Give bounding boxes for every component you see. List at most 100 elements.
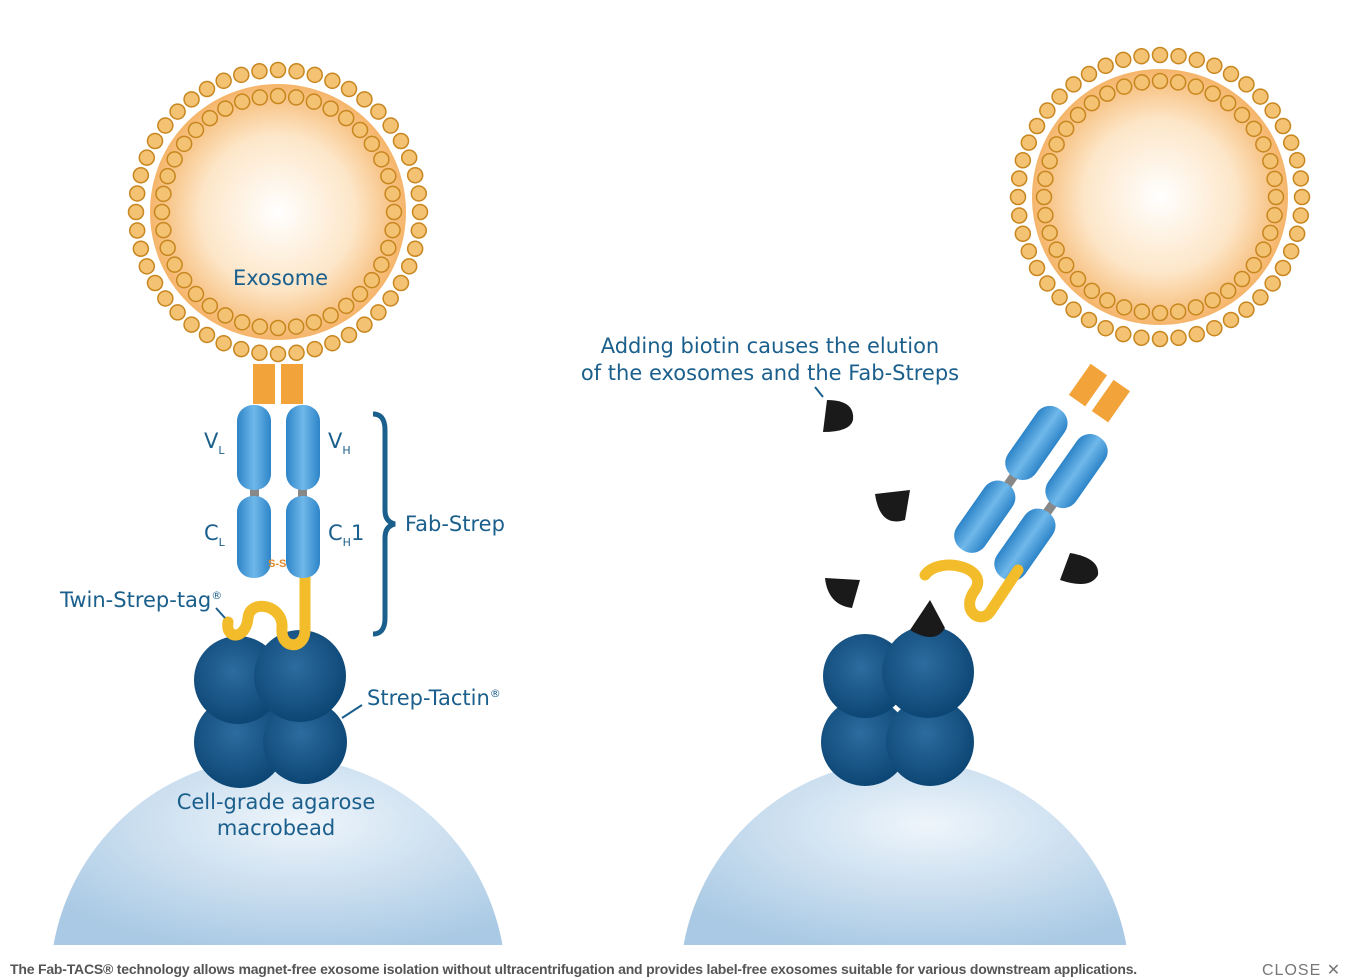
lipid-bead	[356, 91, 373, 108]
lipid-bead	[1057, 120, 1075, 138]
lipid-bead	[1037, 170, 1054, 188]
cl-domain	[237, 496, 271, 578]
lipid-bead	[411, 203, 429, 221]
lipid-bead	[175, 271, 193, 289]
lipid-bead	[1010, 170, 1028, 187]
lipid-bead	[1114, 51, 1132, 69]
lipid-bead	[1069, 106, 1087, 124]
lipid-bead	[217, 307, 234, 324]
lipid-bead	[159, 239, 176, 257]
lipid-bead	[233, 314, 251, 331]
lipid-bead	[356, 316, 373, 333]
biotin-icon	[875, 490, 910, 522]
lipid-bead	[1188, 325, 1206, 343]
macrobead-label-line2: macrobead	[217, 816, 335, 840]
lipid-bead	[322, 307, 339, 324]
lipid-bead	[1282, 134, 1300, 151]
lipid-bead	[340, 80, 358, 98]
lipid-bead	[1057, 256, 1075, 274]
lipid-bead	[363, 271, 381, 289]
lipid-bead	[146, 274, 164, 292]
lipid-bead	[400, 149, 418, 166]
lipid-bead	[201, 297, 219, 315]
membrane-beads	[1009, 46, 1311, 348]
lipid-bead	[306, 66, 324, 84]
lipid-bead	[370, 103, 387, 120]
lipid-bead	[1252, 289, 1269, 306]
lipid-bead	[1238, 301, 1255, 318]
lipid-bead	[288, 344, 305, 362]
lipid-bead	[1035, 188, 1053, 206]
lipid-bead	[1097, 319, 1114, 337]
lipid-bead	[1014, 225, 1032, 243]
exosome	[150, 84, 406, 340]
twin-strep-tag-label: Twin-Strep-tag®	[59, 588, 222, 612]
lipid-bead	[1292, 207, 1310, 224]
lipid-bead	[384, 185, 401, 203]
biotin-icon	[825, 578, 860, 608]
lipid-bead	[251, 62, 268, 80]
lipid-bead	[157, 290, 174, 307]
lipid-bead	[132, 240, 150, 258]
lipid-bead	[232, 66, 250, 84]
lipid-bead	[305, 314, 323, 331]
lipid-bead	[1222, 311, 1240, 329]
lipid-bead	[1262, 152, 1279, 170]
lipid-bead	[127, 203, 145, 221]
lipid-bead	[1245, 120, 1263, 138]
lipid-bead	[1133, 329, 1150, 347]
fab-tacs-diagram: S-S Exosome VL VH CL CH1 Fab-Strep Twin-…	[53, 46, 1311, 945]
lipid-bead	[201, 109, 219, 127]
biotin-icon	[910, 600, 945, 638]
lipid-bead	[1204, 85, 1221, 102]
lipid-bead	[1293, 188, 1311, 206]
lipid-bead	[382, 290, 399, 307]
lipid-bead	[1010, 207, 1028, 224]
fab-strep: S-S	[237, 405, 320, 578]
lipid-bead	[306, 340, 324, 358]
lipid-bead	[155, 185, 172, 203]
lipid-bead	[175, 135, 193, 153]
lipid-bead	[1115, 78, 1133, 95]
lipid-bead	[183, 91, 200, 108]
lipid-bead	[287, 318, 305, 335]
lipid-bead	[410, 185, 428, 202]
lipid-bead	[1169, 74, 1187, 91]
lipid-bead	[1069, 270, 1087, 288]
lipid-bead	[1262, 224, 1279, 242]
lipid-bead	[382, 117, 399, 134]
lipid-bead	[153, 203, 171, 221]
lipid-bead	[251, 89, 269, 106]
lipid-bead	[1288, 151, 1306, 169]
left-panel: S-S Exosome VL VH CL CH1 Fab-Strep Twin-…	[53, 61, 505, 945]
lipid-bead	[1041, 152, 1058, 170]
lipid-bead	[1114, 325, 1132, 343]
ch1-domain	[286, 496, 320, 578]
lipid-bead	[166, 256, 183, 273]
lipid-bead	[251, 318, 269, 335]
close-button[interactable]: CLOSE ✕	[1262, 962, 1342, 979]
lipid-bead	[183, 316, 200, 333]
lipid-bead	[1238, 76, 1255, 93]
ss-bond-label: S-S	[268, 558, 286, 570]
exosome-receptor	[253, 364, 275, 404]
lipid-bead	[1188, 51, 1206, 69]
lipid-bead	[1080, 311, 1098, 329]
lipid-bead	[351, 285, 369, 303]
lipid-bead	[1051, 88, 1068, 105]
lipid-bead	[128, 222, 146, 239]
lipid-bead	[1028, 259, 1046, 277]
vl-domain	[237, 405, 271, 490]
lipid-bead	[269, 87, 287, 105]
lipid-bead	[128, 185, 146, 202]
strep-tactin	[821, 626, 974, 786]
lipid-bead	[217, 100, 234, 117]
lipid-bead	[1133, 74, 1151, 91]
lipid-bead	[1028, 117, 1046, 135]
lipid-bead	[384, 221, 401, 239]
macrobead	[683, 760, 1127, 945]
lipid-bead	[1187, 299, 1205, 316]
lipid-bead	[269, 61, 287, 79]
exosome	[1032, 69, 1288, 325]
lipid-bead	[410, 222, 428, 239]
